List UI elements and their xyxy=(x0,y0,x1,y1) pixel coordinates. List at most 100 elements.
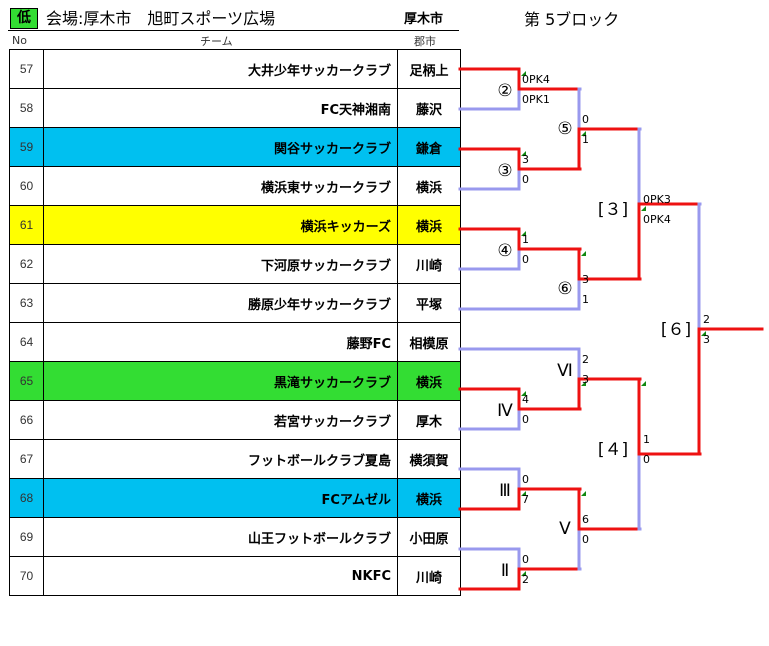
score-top-m11: 0 xyxy=(522,553,529,566)
winner-marker xyxy=(581,491,586,496)
team-pref: 小田原 xyxy=(397,517,461,557)
team-pref: 川崎 xyxy=(397,244,461,284)
winner-marker xyxy=(521,571,526,576)
score-top-m4: 0 xyxy=(582,113,589,126)
team-number: 60 xyxy=(9,166,44,206)
match-label-m5: ⑥ xyxy=(557,279,572,299)
score-bottom-m9: 7 xyxy=(522,493,529,506)
winner-marker xyxy=(581,131,586,136)
score-top-m13: 2 xyxy=(703,313,710,326)
winner-marker xyxy=(641,381,646,386)
team-pref: 足柄上 xyxy=(397,49,461,89)
match-label-m13: [６] xyxy=(661,320,691,340)
score-top-m10: 6 xyxy=(582,513,589,526)
team-pref: 横浜 xyxy=(397,166,461,206)
score-bottom-m6: 0PK4 xyxy=(643,213,671,226)
winner-marker xyxy=(521,231,526,236)
score-bottom-m10: 0 xyxy=(582,533,589,546)
score-bottom-m8: 0 xyxy=(522,413,529,426)
team-number: 64 xyxy=(9,322,44,362)
score-bottom-m7: 3 xyxy=(582,373,589,386)
team-name: FCアムゼル xyxy=(43,478,398,518)
match-label-m12: [４] xyxy=(598,440,628,460)
team-name: 大井少年サッカークラブ xyxy=(43,49,398,89)
score-bottom-m12: 0 xyxy=(643,453,650,466)
team-number: 62 xyxy=(9,244,44,284)
score-bottom-m3: 0 xyxy=(522,253,529,266)
score-top-m7: 2 xyxy=(582,353,589,366)
match-label-m3: ④ xyxy=(497,241,512,261)
block-title: 第 5ブロック xyxy=(524,10,620,29)
team-name: 山王フットボールクラブ xyxy=(43,517,398,557)
score-top-m12: 1 xyxy=(643,433,650,446)
team-number: 68 xyxy=(9,478,44,518)
winner-marker xyxy=(521,71,526,76)
match-label-m11: Ⅱ xyxy=(501,561,509,581)
score-top-m3: 1 xyxy=(522,233,529,246)
team-name: 若宮サッカークラブ xyxy=(43,400,398,440)
score-bottom-m4: 1 xyxy=(582,133,589,146)
team-name: 黒滝サッカークラブ xyxy=(43,361,398,401)
team-number: 65 xyxy=(9,361,44,401)
venue-city: 厚木市 xyxy=(404,12,444,27)
team-number: 61 xyxy=(9,205,44,245)
team-name: NKFC xyxy=(43,556,398,596)
match-label-m8: Ⅳ xyxy=(497,401,513,421)
team-name: フットボールクラブ夏島 xyxy=(43,439,398,479)
score-top-m5: 3 xyxy=(582,273,589,286)
team-number: 66 xyxy=(9,400,44,440)
team-pref: 平塚 xyxy=(397,283,461,323)
match-label-m4: ⑤ xyxy=(557,119,572,139)
score-bottom-m13: 3 xyxy=(703,333,710,346)
team-pref: 横浜 xyxy=(397,478,461,518)
match-label-m1: ② xyxy=(497,81,512,101)
column-header-no: No xyxy=(12,34,27,47)
match-label-m7: Ⅵ xyxy=(557,361,573,381)
team-name: 下河原サッカークラブ xyxy=(43,244,398,284)
score-top-m2: 3 xyxy=(522,153,529,166)
winner-marker xyxy=(581,251,586,256)
winner-marker xyxy=(521,151,526,156)
score-bottom-m11: 2 xyxy=(522,573,529,586)
team-pref: 横須賀 xyxy=(397,439,461,479)
match-label-m2: ③ xyxy=(497,161,512,181)
team-pref: 横浜 xyxy=(397,205,461,245)
score-top-m1: 0PK4 xyxy=(522,73,550,86)
score-top-m6: 0PK3 xyxy=(643,193,671,206)
winner-marker xyxy=(521,491,526,496)
score-bottom-m5: 1 xyxy=(582,293,589,306)
winner-marker xyxy=(521,391,526,396)
team-pref: 鎌倉 xyxy=(397,127,461,167)
team-name: 横浜キッカーズ xyxy=(43,205,398,245)
team-name: 関谷サッカークラブ xyxy=(43,127,398,167)
match-label-m10: Ⅴ xyxy=(559,519,571,539)
winner-marker xyxy=(701,331,706,336)
team-pref: 横浜 xyxy=(397,361,461,401)
level-badge: 低 xyxy=(10,8,38,29)
score-top-m8: 4 xyxy=(522,393,529,406)
winner-marker xyxy=(641,206,646,211)
team-number: 63 xyxy=(9,283,44,323)
score-top-m9: 0 xyxy=(522,473,529,486)
venue-title: 会場:厚木市 旭町スポーツ広場 xyxy=(46,9,276,28)
column-header-pref: 郡市 xyxy=(414,35,436,48)
winner-marker xyxy=(581,381,586,386)
team-number: 57 xyxy=(9,49,44,89)
score-bottom-m2: 0 xyxy=(522,173,529,186)
page-header: 低 会場:厚木市 旭町スポーツ広場 厚木市 第 5ブロック No チーム 郡市 xyxy=(0,0,769,48)
score-bottom-m1: 0PK1 xyxy=(522,93,550,106)
